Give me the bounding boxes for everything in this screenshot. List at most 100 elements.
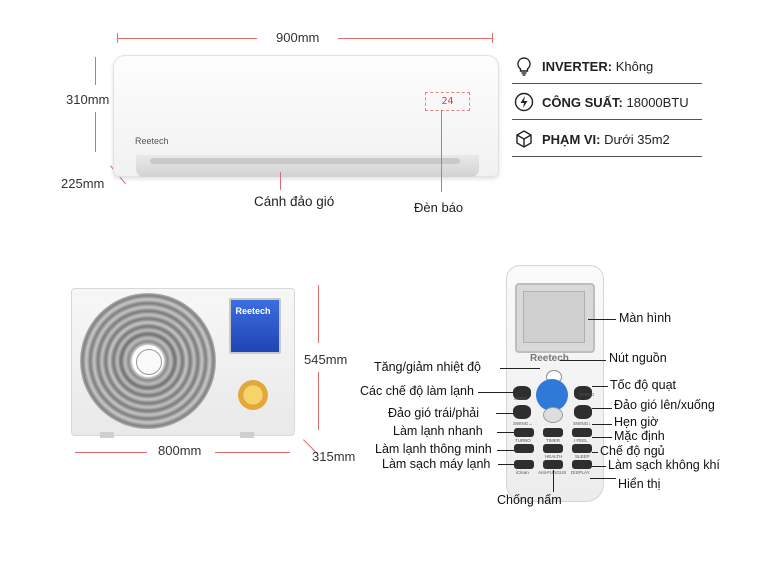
remote-antifungus-button[interactable]: [543, 460, 563, 469]
label-antifungus: Chống nấm: [497, 493, 562, 507]
spec-range-value: Dưới 35m2: [604, 132, 670, 147]
outdoor-brand-badge: [229, 298, 281, 354]
spec-row-inverter: INVERTER: Không: [512, 53, 702, 84]
remote-ifeel-button[interactable]: [572, 428, 592, 437]
outdoor-foot-right: [240, 432, 254, 438]
outdoor-height-line-top: [318, 285, 319, 343]
cube-icon: [516, 130, 532, 148]
remote-tag-timer: TIMER: [546, 438, 560, 443]
spec-inverter-text: INVERTER: Không: [542, 59, 653, 74]
indoor-height-label: 310mm: [66, 92, 110, 107]
callout-line-default: [592, 437, 612, 438]
remote-tag-mode: MODE: [514, 396, 528, 401]
indoor-width-line-right: [338, 38, 492, 39]
spec-range-label: PHẠM VI:: [542, 132, 601, 147]
callout-line-power: [560, 360, 606, 361]
indoor-louver: [150, 158, 460, 164]
remote-tag-ifeel: I FEEL: [574, 438, 588, 443]
outdoor-width-label: 800mm: [158, 443, 202, 458]
outdoor-fan-hub: [136, 349, 162, 375]
remote-tag-display: DISPLAY: [571, 470, 590, 475]
outdoor-depth-label: 315mm: [312, 449, 356, 464]
callout-line-air-clean: [592, 466, 606, 467]
remote-iclean-button[interactable]: [514, 460, 534, 469]
outdoor-width-line-left: [75, 452, 147, 453]
indoor-width-label: 900mm: [276, 30, 320, 45]
callout-line-swing-lr: [496, 413, 514, 414]
remote-timer-button[interactable]: [543, 428, 563, 437]
indicator-label: Đèn báo: [414, 200, 464, 215]
spec-range-text: PHẠM VI: Dưới 35m2: [542, 132, 670, 147]
lightning-icon: [514, 92, 534, 112]
remote-tag-swing-lr: SWING↔: [513, 421, 533, 426]
label-default: Mặc định: [614, 429, 665, 443]
remote-display-button[interactable]: [572, 460, 592, 469]
label-clean: Làm sạch máy lạnh: [382, 457, 491, 471]
remote-sleep-button[interactable]: [572, 444, 592, 453]
remote-tag-health: HEALTH: [545, 454, 563, 459]
indoor-display-panel: 24: [425, 92, 470, 111]
indoor-height-line-bottom: [95, 112, 96, 152]
outdoor-height-label: 545mm: [304, 352, 348, 367]
outdoor-foot-left: [100, 432, 114, 438]
remote-tag-antifungus: Anti-FUNGUS: [538, 470, 566, 475]
label-swing-ud: Đảo gió lên/xuống: [614, 398, 715, 412]
louver-pointer-line: [280, 172, 281, 190]
label-swing-lr: Đảo gió trái/phải: [388, 406, 480, 420]
remote-turbo-button[interactable]: [514, 428, 534, 437]
remote-speed-button[interactable]: [574, 386, 592, 400]
remote-swing-ud-button[interactable]: [574, 405, 592, 419]
callout-line-turbo: [497, 432, 514, 433]
lightbulb-icon: [517, 57, 531, 76]
outdoor-height-line-bottom: [318, 372, 319, 430]
outdoor-brand-logo: Reetech: [235, 306, 271, 316]
callout-line-sleep: [592, 452, 598, 453]
remote-smart-button[interactable]: [514, 444, 534, 453]
remote-screen-lcd: [523, 291, 585, 343]
indoor-width-line: [117, 38, 257, 39]
remote-tag-swing-ud: SWING↕: [573, 421, 591, 426]
callout-line-swing-ud: [592, 408, 612, 409]
remote-temp-pad[interactable]: [536, 379, 568, 411]
callout-line-clean: [498, 464, 514, 465]
label-timer: Hẹn giờ: [614, 415, 659, 429]
remote-mode-button[interactable]: [513, 386, 531, 400]
label-sleep: Chế độ ngủ: [600, 444, 665, 458]
remote-tag-iclean: iClean: [516, 470, 529, 475]
label-modes: Các chế độ làm lạnh: [360, 384, 474, 398]
remote-tag-speed: SPEED: [579, 392, 595, 397]
remote-tag-turbo: TURBO: [515, 438, 531, 443]
spec-power-value: 18000BTU: [626, 95, 689, 110]
callout-line-display: [590, 478, 616, 479]
remote-tag-sleep: SLEEP: [575, 454, 590, 459]
label-screen: Màn hình: [619, 311, 672, 325]
indoor-width-tick-left: [117, 33, 118, 43]
remote-swing-lr-button[interactable]: [513, 405, 531, 419]
label-turbo: Làm lạnh nhanh: [393, 424, 483, 438]
indoor-depth-label: 225mm: [61, 176, 105, 191]
indoor-width-tick-right: [492, 33, 493, 43]
label-air-clean: Làm sạch không khí: [608, 458, 720, 472]
callout-line-modes: [478, 392, 514, 393]
spec-row-range: PHẠM VI: Dưới 35m2: [512, 126, 702, 157]
label-display: Hiển thị: [618, 477, 661, 491]
indoor-height-line: [95, 57, 96, 85]
energy-sticker: [238, 380, 268, 410]
callout-line-screen: [588, 319, 616, 320]
outdoor-width-line-right: [215, 452, 290, 453]
louver-label: Cánh đảo gió: [254, 194, 335, 209]
remote-center-button[interactable]: [543, 407, 563, 423]
callout-line-speed: [592, 386, 608, 387]
remote-brand-logo: Reetech: [530, 353, 569, 364]
spec-power-text: CÔNG SUẤT: 18000BTU: [542, 95, 689, 110]
callout-line-temp: [500, 368, 540, 369]
spec-inverter-value: Không: [615, 59, 654, 74]
indicator-pointer-line: [441, 110, 442, 192]
indoor-brand-logo: Reetech: [135, 136, 169, 146]
label-temp: Tăng/giảm nhiệt độ: [374, 360, 482, 374]
label-smart: Làm lạnh thông minh: [375, 442, 492, 456]
label-speed: Tốc độ quạt: [610, 378, 677, 392]
label-power: Nút nguồn: [609, 351, 667, 365]
remote-health-button[interactable]: [543, 444, 563, 453]
callout-line-antifungus: [553, 470, 554, 492]
